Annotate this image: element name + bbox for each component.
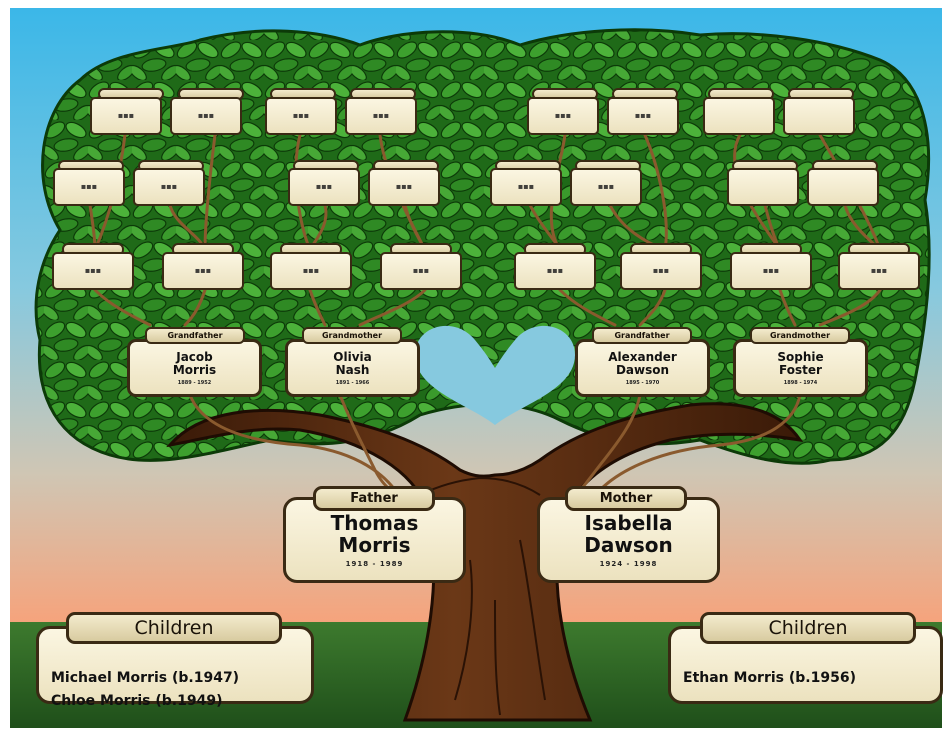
grandparent-role-label: Grandmother (769, 331, 831, 340)
ancestor-card: ▪▪▪ (53, 168, 125, 206)
tree-trunk (166, 402, 804, 722)
grandparent-name-line1: Alexander (608, 349, 677, 364)
ancestor-card: ▪▪▪ (133, 168, 205, 206)
father-name-line2: Morris (338, 533, 411, 557)
ancestor-card: ▪▪▪ (162, 252, 244, 290)
grandparent-card-alexander: Alexander Dawson 1895 - 1970 (575, 339, 710, 397)
ancestor-card (807, 168, 879, 206)
mother-card: Isabella Dawson 1924 - 1998 (537, 497, 720, 583)
mother-name-line1: Isabella (584, 511, 673, 535)
ancestor-card: ▪▪▪ (288, 168, 360, 206)
ancestor-card: ▪▪▪ (838, 252, 920, 290)
child-entry: Chloe Morris (b.1949) (51, 693, 223, 709)
ancestor-card: ▪▪▪ (570, 168, 642, 206)
mother-name-line2: Dawson (584, 533, 673, 557)
heart-shape-icon (415, 325, 575, 425)
ancestor-card: ▪▪▪ (490, 168, 562, 206)
ancestor-card: ▪▪▪ (170, 97, 242, 135)
father-dates: 1918 - 1989 (345, 560, 404, 568)
ancestor-card: ▪▪▪ (345, 97, 417, 135)
child-entry: Ethan Morris (b.1956) (683, 670, 856, 686)
ancestor-card: ▪▪▪ (730, 252, 812, 290)
grandparent-card-olivia: Olivia Nash 1891 - 1966 (285, 339, 420, 397)
grandparent-dates: 1898 - 1974 (783, 379, 818, 386)
ancestor-card: ▪▪▪ (620, 252, 702, 290)
ancestor-card (783, 97, 855, 135)
grandparent-name-line2: Dawson (615, 362, 670, 377)
ancestor-card: ▪▪▪ (90, 97, 162, 135)
mother-role-tag: Mother (565, 486, 687, 511)
grandparent-dates: 1895 - 1970 (625, 379, 660, 386)
grandparent-card-sophie: Sophie Foster 1898 - 1974 (733, 339, 868, 397)
ancestor-card: ▪▪▪ (368, 168, 440, 206)
grandparent-role-tag: Grandfather (592, 327, 692, 344)
grandparent-role-label: Grandfather (614, 331, 670, 340)
ancestor-card (727, 168, 799, 206)
grandparent-name-line1: Jacob (176, 349, 213, 364)
father-role-tag: Father (313, 486, 435, 511)
grandparent-dates: 1891 - 1966 (335, 379, 370, 386)
ancestor-card: ▪▪▪ (527, 97, 599, 135)
grandparent-role-tag: Grandmother (302, 327, 402, 344)
children-tag-left: Children (66, 612, 282, 644)
children-title-left: Children (134, 617, 214, 639)
children-tag-right: Children (700, 612, 916, 644)
grandparent-dates: 1889 - 1952 (177, 379, 212, 386)
mother-role-label: Mother (599, 491, 653, 506)
grandparent-role-label: Grandmother (321, 331, 383, 340)
grandparent-name-line1: Olivia (333, 349, 372, 364)
ancestor-card: ▪▪▪ (607, 97, 679, 135)
grandparent-role-tag: Grandfather (145, 327, 245, 344)
father-role-label: Father (350, 491, 398, 506)
ancestor-card (703, 97, 775, 135)
ancestor-card: ▪▪▪ (270, 252, 352, 290)
grandparent-name-line2: Morris (172, 362, 217, 377)
grandparent-card-jacob: Jacob Morris 1889 - 1952 (127, 339, 262, 397)
ancestor-card: ▪▪▪ (52, 252, 134, 290)
ancestor-card: ▪▪▪ (265, 97, 337, 135)
grandparent-role-tag: Grandmother (750, 327, 850, 344)
children-title-right: Children (768, 617, 848, 639)
grandparent-role-label: Grandfather (167, 331, 223, 340)
ancestor-card: ▪▪▪ (380, 252, 462, 290)
grandparent-name-line2: Nash (335, 362, 370, 377)
grandparent-name-line2: Foster (779, 362, 822, 377)
mother-dates: 1924 - 1998 (599, 560, 658, 568)
child-entry: Michael Morris (b.1947) (51, 670, 240, 686)
ancestor-card: ▪▪▪ (514, 252, 596, 290)
connector-branches (88, 133, 882, 492)
father-card: Thomas Morris 1918 - 1989 (283, 497, 466, 583)
father-name-line1: Thomas (330, 511, 419, 535)
grandparent-name-line1: Sophie (777, 349, 824, 364)
